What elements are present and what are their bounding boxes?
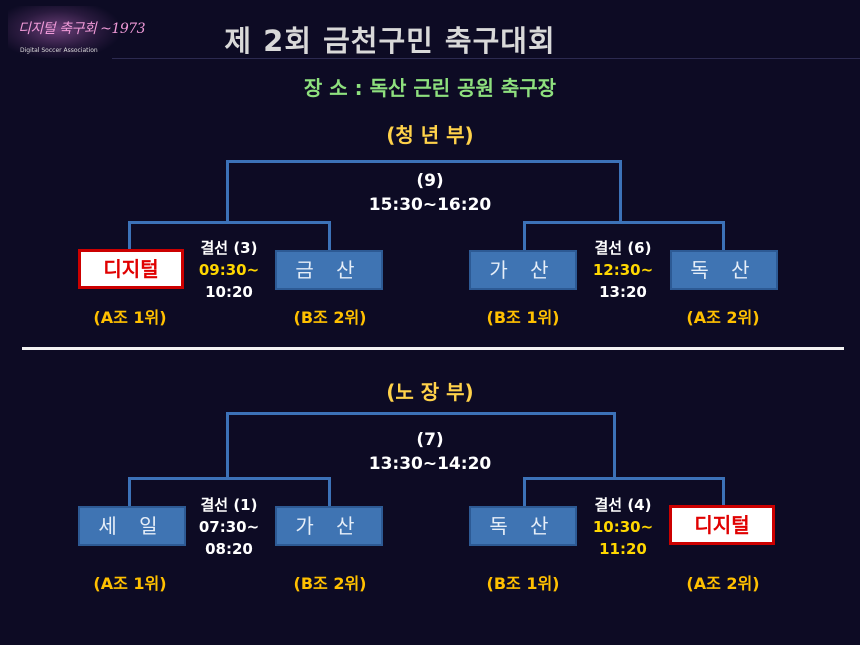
- division-youth: (청 년 부): [386, 123, 474, 147]
- final-match-senior: (7) 13:30~14:20: [330, 428, 530, 476]
- match-label: 결선 (1): [200, 496, 258, 514]
- page-title: 제 2회 금천구민 축구대회: [224, 24, 556, 58]
- match-time-end: 11:20: [599, 540, 647, 558]
- match-youth-6: 결선 (6) 12:30~ 13:20: [578, 237, 668, 303]
- bracket-line: [128, 221, 131, 251]
- match-time-start: 12:30~: [592, 261, 654, 279]
- match-label: 결선 (6): [594, 239, 652, 257]
- bracket-line: [226, 412, 229, 480]
- bracket-line: [523, 221, 526, 251]
- match-time-end: 13:20: [599, 283, 647, 301]
- team-digital: 디지털: [669, 505, 775, 545]
- match-time-start: 07:30~: [198, 518, 260, 536]
- team-rank: (A조 1위): [93, 308, 167, 327]
- bracket-line: [226, 160, 622, 163]
- bracket-line: [128, 477, 131, 507]
- match-youth-3: 결선 (3) 09:30~ 10:20: [184, 237, 274, 303]
- bracket-line: [523, 477, 526, 507]
- team-rank: (A조 1위): [93, 574, 167, 593]
- bracket-line: [523, 477, 725, 480]
- bracket-line: [328, 477, 331, 507]
- bracket-line: [226, 412, 616, 415]
- match-label: 결선 (4): [594, 496, 652, 514]
- team-geumsan: 금 산: [275, 250, 383, 290]
- bracket-line: [722, 477, 725, 507]
- match-senior-4: 결선 (4) 10:30~ 11:20: [578, 494, 668, 560]
- team-doksan: 독 산: [469, 506, 577, 546]
- match-time-start: 09:30~: [198, 261, 260, 279]
- venue-text: 장 소 : 독산 근린 공원 축구장: [303, 76, 557, 100]
- final-number: (9): [416, 171, 444, 191]
- team-rank: (B조 1위): [486, 574, 560, 593]
- team-doksan: 독 산: [670, 250, 778, 290]
- team-seil: 세 일: [78, 506, 186, 546]
- final-match-youth: (9) 15:30~16:20: [330, 169, 530, 217]
- bracket-line: [613, 412, 616, 480]
- team-gasan: 가 산: [469, 250, 577, 290]
- team-gasan: 가 산: [275, 506, 383, 546]
- match-time-end: 10:20: [205, 283, 253, 301]
- final-time: 15:30~16:20: [368, 195, 492, 215]
- team-rank: (A조 2위): [686, 308, 760, 327]
- bracket-line: [619, 160, 622, 224]
- team-digital: 디지털: [78, 249, 184, 289]
- team-rank: (B조 1위): [486, 308, 560, 327]
- match-label: 결선 (3): [200, 239, 258, 257]
- match-time-start: 10:30~: [592, 518, 654, 536]
- final-time: 13:30~14:20: [368, 454, 492, 474]
- bracket-line: [128, 477, 331, 480]
- logo-subtext: Digital Soccer Association: [20, 47, 98, 54]
- bracket-line: [128, 221, 331, 224]
- match-time-end: 08:20: [205, 540, 253, 558]
- division-senior: (노 장 부): [386, 380, 474, 404]
- team-rank: (B조 2위): [293, 574, 367, 593]
- logo-text: 디지털 축구회 ~1973: [18, 21, 146, 37]
- team-rank: (B조 2위): [293, 308, 367, 327]
- section-divider: [22, 347, 844, 350]
- final-number: (7): [416, 430, 444, 450]
- match-senior-1: 결선 (1) 07:30~ 08:20: [184, 494, 274, 560]
- bracket-line: [523, 221, 725, 224]
- club-logo: 디지털 축구회 ~1973 Digital Soccer Association: [8, 6, 146, 58]
- team-rank: (A조 2위): [686, 574, 760, 593]
- header-rule: [112, 58, 860, 59]
- bracket-line: [328, 221, 331, 251]
- bracket-line: [226, 160, 229, 224]
- bracket-line: [722, 221, 725, 251]
